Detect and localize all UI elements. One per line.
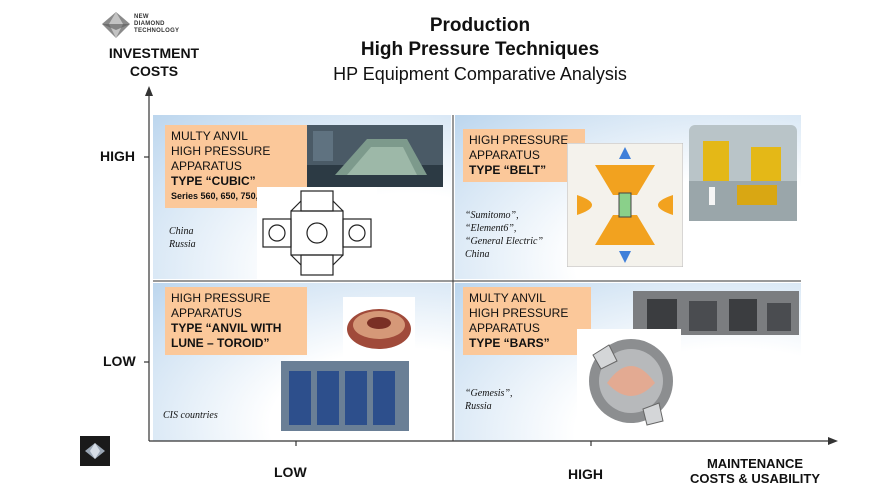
y-axis-title-line-1: INVESTMENT bbox=[108, 45, 200, 61]
label-line: HIGH PRESSURE bbox=[469, 133, 569, 147]
belt-press-photo bbox=[689, 125, 797, 221]
label-line: TYPE “BARS” bbox=[469, 336, 550, 350]
y-axis-arrow bbox=[145, 86, 153, 96]
label-line: HIGH PRESSURE bbox=[171, 144, 271, 158]
diamond-badge bbox=[80, 436, 110, 466]
x-axis-title-line-1: MAINTENANCE bbox=[706, 456, 804, 471]
label-line: HIGH PRESSURE bbox=[469, 306, 569, 320]
origin-toroid: CIS countries bbox=[163, 409, 218, 422]
quadrant-toroid: HIGH PRESSURE APPARATUS TYPE “ANVIL WITH… bbox=[153, 283, 451, 441]
quadrant-bars: MULTY ANVIL HIGH PRESSURE APPARATUS TYPE… bbox=[455, 283, 801, 441]
label-toroid: HIGH PRESSURE APPARATUS TYPE “ANVIL WITH… bbox=[165, 287, 307, 355]
origin-line: Russia bbox=[465, 401, 492, 412]
label-bars: MULTY ANVIL HIGH PRESSURE APPARATUS TYPE… bbox=[463, 287, 591, 355]
label-belt: HIGH PRESSURE APPARATUS TYPE “BELT” bbox=[463, 129, 585, 182]
label-line: LUNE – TOROID” bbox=[171, 336, 270, 350]
x-axis-title: MAINTENANCE COSTS & USABILITY bbox=[660, 456, 850, 486]
label-line: APPARATUS bbox=[469, 148, 540, 162]
origin-line: “Sumitomo”, bbox=[465, 210, 519, 221]
quadrant-cubic: MULTY ANVIL HIGH PRESSURE APPARATUS TYPE… bbox=[153, 115, 451, 279]
logo-line-1: NEW bbox=[134, 14, 149, 20]
origin-cubic: China Russia bbox=[169, 225, 196, 251]
label-line: MULTY ANVIL bbox=[469, 291, 546, 305]
y-tick-label-low: LOW bbox=[103, 353, 136, 369]
toroid-press-photo bbox=[281, 361, 409, 431]
origin-line: CIS countries bbox=[163, 410, 218, 421]
x-tick-label-high: HIGH bbox=[568, 466, 603, 482]
x-axis-title-line-2: COSTS & USABILITY bbox=[689, 471, 820, 486]
label-line: TYPE “BELT” bbox=[469, 163, 547, 177]
logo-line-2: DIAMOND bbox=[134, 21, 165, 27]
belt-apparatus-diagram bbox=[567, 143, 683, 267]
label-line: TYPE “ANVIL WITH bbox=[171, 321, 282, 335]
x-axis-arrow bbox=[828, 437, 838, 445]
y-axis-title: INVESTMENT COSTS bbox=[84, 44, 224, 80]
label-line: MULTY ANVIL bbox=[171, 129, 248, 143]
label-line: Series 560, 650, 750,850 bbox=[171, 191, 274, 201]
diamond-logo-icon bbox=[102, 12, 130, 38]
label-line: APPARATUS bbox=[171, 159, 242, 173]
label-line: HIGH PRESSURE bbox=[171, 291, 271, 305]
origin-line: China bbox=[169, 226, 194, 237]
x-tick-label-low: LOW bbox=[274, 464, 307, 480]
origin-line: China bbox=[465, 249, 490, 260]
origin-line: “General Electric” bbox=[465, 236, 544, 247]
title-line-1: Production bbox=[429, 15, 531, 36]
origin-line: “Element6”, bbox=[465, 223, 517, 234]
cubic-apparatus-drawing bbox=[257, 187, 377, 279]
origin-bars: “Gemesis”, Russia bbox=[465, 387, 513, 413]
logo-line-3: TECHNOLOGY bbox=[134, 28, 180, 34]
title-line-2: High Pressure Techniques bbox=[360, 39, 600, 60]
origin-line: “Gemesis”, bbox=[465, 388, 513, 399]
quadrant-belt: HIGH PRESSURE APPARATUS TYPE “BELT” “Sum… bbox=[455, 115, 801, 279]
slide-title: Production High Pressure Techniques HP E… bbox=[260, 14, 700, 86]
toroid-anvil-photo bbox=[343, 297, 415, 357]
y-tick-label-high: HIGH bbox=[100, 148, 135, 164]
y-axis-title-line-2: COSTS bbox=[129, 63, 179, 79]
label-line: APPARATUS bbox=[171, 306, 242, 320]
company-logo: NEW DIAMOND TECHNOLOGY bbox=[100, 10, 220, 40]
cubic-press-photo bbox=[307, 125, 443, 187]
title-line-3: HP Equipment Comparative Analysis bbox=[333, 64, 627, 84]
origin-line: Russia bbox=[169, 239, 196, 250]
label-line: APPARATUS bbox=[469, 321, 540, 335]
label-line: TYPE “CUBIC” bbox=[171, 174, 256, 188]
bars-apparatus-render bbox=[577, 329, 681, 435]
bars-press-photo bbox=[633, 291, 799, 335]
diamond-icon bbox=[85, 443, 105, 459]
origin-belt: “Sumitomo”, “Element6”, “General Electri… bbox=[465, 209, 543, 261]
